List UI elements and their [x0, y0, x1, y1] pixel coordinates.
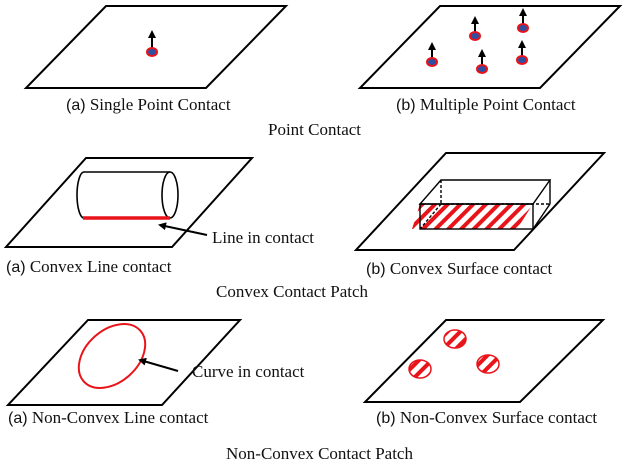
caption-nonconvex-line-contact: (a) Non-Convex Line contact	[8, 408, 208, 429]
contact-plane	[23, 5, 289, 89]
panel-convex-line-contact	[3, 157, 255, 248]
panel-nonconvex-line-contact	[5, 319, 243, 406]
contact-point	[426, 57, 438, 67]
caption-prefix: (b)	[376, 410, 396, 427]
contact-point	[476, 64, 488, 74]
box	[418, 179, 552, 230]
contact-plane	[353, 152, 607, 251]
line-annotation-arrow	[158, 222, 208, 236]
contact-patch	[443, 329, 467, 349]
caption-label: Non-Convex Surface contact	[399, 408, 598, 427]
caption-label: Non-Convex Line contact	[31, 408, 209, 427]
section-title-nonconvex-contact-patch: Non-Convex Contact Patch	[226, 444, 413, 463]
caption-prefix: (a)	[6, 259, 26, 276]
annotation-curve-in-contact: Curve in contact	[192, 362, 305, 381]
contact-point	[517, 23, 529, 33]
cylinder	[76, 171, 179, 219]
caption-nonconvex-surface-contact: (b) Non-Convex Surface contact	[376, 408, 597, 429]
contact-plane	[3, 157, 255, 248]
panel-single-point-contact	[23, 5, 289, 89]
section-title-convex-contact-patch: Convex Contact Patch	[216, 282, 369, 301]
contact-plane	[5, 319, 243, 406]
contact-point	[469, 31, 481, 41]
panel-multiple-point-contact	[357, 5, 623, 89]
contact-plane	[357, 5, 623, 89]
caption-prefix: (b)	[396, 97, 416, 114]
panel-convex-surface-contact	[353, 152, 607, 251]
surface-contact-patch	[412, 204, 533, 229]
caption-label: Convex Surface contact	[389, 259, 553, 278]
caption-convex-line-contact: (a) Convex Line contact	[6, 257, 171, 278]
contact-points	[426, 8, 529, 74]
caption-prefix: (a)	[66, 97, 86, 114]
contact-point	[146, 47, 158, 57]
caption-prefix: (a)	[8, 410, 28, 427]
panel-nonconvex-surface-contact	[362, 319, 606, 403]
contact-point	[516, 55, 528, 65]
contact-curve	[77, 323, 147, 389]
caption-multiple-point-contact: (b) Multiple Point Contact	[396, 95, 576, 116]
caption-convex-surface-contact: (b) Convex Surface contact	[366, 259, 552, 280]
caption-label: Convex Line contact	[29, 257, 172, 276]
curve-annotation-arrow	[138, 357, 179, 372]
caption-single-point-contact: (a) Single Point Contact	[66, 95, 231, 116]
caption-label: Single Point Contact	[89, 95, 231, 114]
caption-label: Multiple Point Contact	[419, 95, 576, 114]
annotation-line-in-contact: Line in contact	[212, 228, 314, 247]
contact-patch	[408, 359, 432, 379]
caption-prefix: (b)	[366, 261, 386, 278]
contact-plane	[362, 319, 606, 403]
section-title-point-contact: Point Contact	[268, 120, 362, 139]
contact-patch	[476, 354, 500, 374]
